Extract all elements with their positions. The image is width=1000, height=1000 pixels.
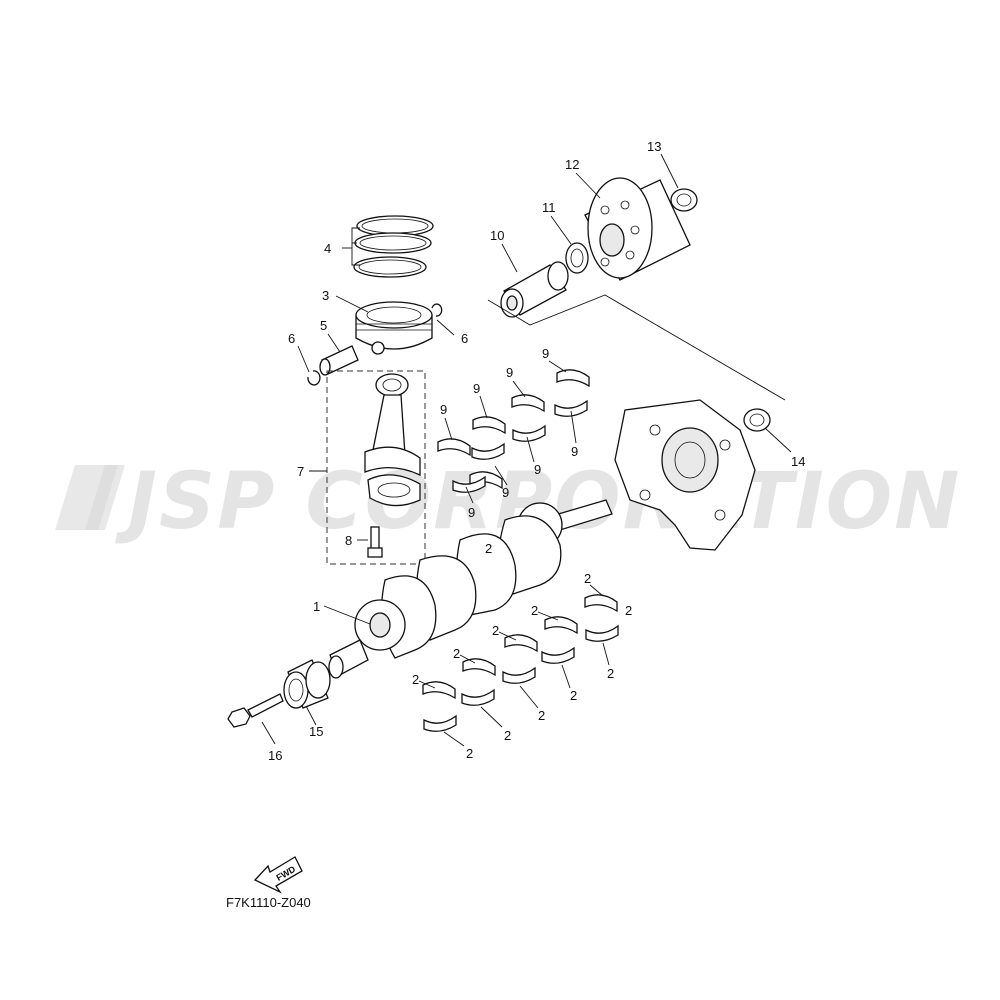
callout-4: 4 — [324, 241, 331, 256]
circlips — [307, 303, 443, 386]
callout-2: 2 — [492, 623, 499, 638]
part-12-coupling — [584, 177, 691, 281]
callout-9: 9 — [502, 485, 509, 500]
callout-2: 2 — [625, 603, 632, 618]
callout-2: 2 — [570, 688, 577, 703]
callout-9: 9 — [440, 402, 447, 417]
callout-2: 2 — [538, 708, 545, 723]
callout-5: 5 — [320, 318, 327, 333]
callout-9: 9 — [468, 505, 475, 520]
callout-9: 9 — [506, 365, 513, 380]
piston — [355, 301, 433, 355]
callout-2: 2 — [584, 571, 591, 586]
callout-11: 11 — [542, 200, 556, 215]
callout-9: 9 — [571, 444, 578, 459]
callout-14: 14 — [791, 454, 805, 469]
callout-9: 9 — [534, 462, 541, 477]
callout-9: 9 — [542, 346, 549, 361]
callout-2: 2 — [412, 672, 419, 687]
part-11-ring — [565, 242, 589, 274]
crankshaft — [328, 499, 613, 679]
callout-2: 2 — [485, 541, 492, 556]
callout-1: 1 — [313, 599, 320, 614]
bolt-16 — [227, 693, 284, 728]
diagram-code: F7K1110-Z040 — [226, 895, 311, 910]
callout-15: 15 — [309, 724, 323, 739]
rod-bolt — [367, 526, 383, 558]
callout-9: 9 — [473, 381, 480, 396]
callout-10: 10 — [490, 228, 504, 243]
callout-16: 16 — [268, 748, 282, 763]
callout-2: 2 — [504, 728, 511, 743]
part-13-plug — [670, 188, 698, 212]
fwd-arrow-icon: FWD — [253, 856, 303, 894]
part-14-plug — [743, 408, 771, 432]
callout-8: 8 — [345, 533, 352, 548]
bearing-shells-9 — [437, 369, 590, 493]
leader-group-line — [487, 294, 786, 401]
callout-2: 2 — [607, 666, 614, 681]
callout-2: 2 — [466, 746, 473, 761]
leader-lines — [261, 153, 792, 747]
callout-13: 13 — [647, 139, 661, 154]
callout-12: 12 — [565, 157, 579, 172]
part-10-sleeve — [500, 261, 569, 318]
callout-2: 2 — [531, 603, 538, 618]
connecting-rod — [326, 370, 426, 565]
piston-rings — [353, 215, 434, 278]
callout-2: 2 — [453, 646, 460, 661]
callout-7: 7 — [297, 464, 304, 479]
crankcase-housing — [614, 399, 756, 551]
callout-6: 6 — [288, 331, 295, 346]
callout-3: 3 — [322, 288, 329, 303]
bearing-15 — [283, 659, 331, 709]
callouts: 1 2 2 2 2 2 2 2 2 2 2 2 2 3 4 5 6 6 7 8 … — [268, 139, 805, 763]
callout-6: 6 — [461, 331, 468, 346]
